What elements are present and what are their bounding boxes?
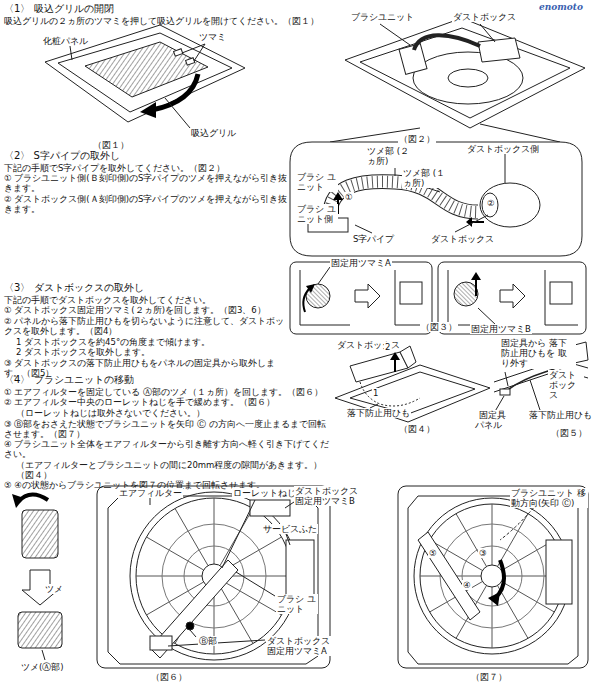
spoke — [136, 576, 202, 577]
part-label: ブラシ ユニット側 — [296, 204, 338, 224]
part-label: （図５） — [550, 428, 588, 438]
part-label: ツメ部 (２ヵ所) — [366, 146, 412, 166]
spoke — [214, 498, 215, 564]
part-label: 化粧パネル — [42, 36, 89, 46]
part-label: ローレットねじ — [232, 488, 297, 498]
text-column: 〈4〉 ブラシユニットの移動 ① エアフィルターを固定している Ⓐ部のツメ（１ヵ所… — [4, 374, 332, 492]
note-text: 1 ダストボックスを約45°の角度まで傾けます。 — [4, 338, 289, 348]
instruction-text: 吸込グリルの２ヵ所のツマミを押して吸込グリルを開けてください。（図１） — [4, 17, 334, 27]
part-label: 落下防止用ひも — [346, 408, 411, 418]
spoke — [498, 514, 529, 567]
part-label: ツマミ — [198, 32, 227, 42]
instruction-text: ① ダストボックス固定用ツマミ(２ヵ所)を回します。（図3、6） — [4, 306, 289, 316]
part-label: ダストボックス — [430, 234, 495, 244]
part-label: S字パイプ — [352, 234, 395, 244]
part-label: （図３） — [420, 322, 458, 332]
part-label: 2 — [384, 342, 391, 352]
part-label: ⑤ — [428, 548, 438, 558]
instruction-text: ② パネルから落下防止用ひもを切らないように注意して、ダストボックスを取外します… — [4, 317, 289, 337]
instruction-text: 下記の手順でS字パイプを取外してください。（図２） — [4, 164, 290, 174]
section-heading: 〈2〉 S字パイプの取外し — [4, 150, 290, 162]
part-label: ツメ部 (１ヵ所) — [402, 168, 448, 188]
part-label: ツメ — [44, 584, 64, 594]
part-label: ダストボックス — [452, 12, 517, 22]
part-label: ブラシ ユニット — [276, 594, 318, 614]
watermark: enomoto — [538, 2, 584, 13]
figure-7 — [398, 486, 588, 668]
part-label: ④ — [462, 580, 472, 590]
instruction-text: ② エアフィルター中央のローレットねじを手で緩めます。（図６） — [4, 398, 332, 408]
latch-detail — [12, 494, 62, 660]
part-label: 1 — [372, 388, 379, 398]
part-label: エアフィルター — [118, 488, 183, 498]
note-text: 2 ダストボックスを取外します。 — [4, 348, 289, 358]
section-heading: 〈4〉 ブラシユニットの移動 — [4, 374, 332, 386]
text-column: 〈3〉 ダストボックスの取外し下記の手順でダストボックスを取外してください。① … — [4, 282, 289, 380]
part-label: （図６） — [150, 672, 188, 682]
instruction-text: ② ダストボックス側(Ａ刻印側)のS字パイプのツメを押えながら引き抜きます。 — [4, 195, 290, 215]
spoke — [498, 586, 529, 639]
figure-2 — [330, 18, 585, 142]
instruction-text: ④ ブラシユニット全体をエアフィルターから引き離す方向へ軽く引き下げてください。 — [4, 440, 332, 460]
part-label: （図２） — [398, 134, 436, 144]
part-label: 固定用ツマミB — [470, 324, 532, 334]
part-label: 固定用ツマミA — [330, 258, 392, 268]
spoke — [492, 504, 493, 565]
part-label: ② — [486, 198, 496, 208]
part-label: （図７） — [470, 672, 508, 682]
instruction-text: ③ Ⓑ部をおさえた状態でブラシユニットを矢印 Ⓒ の方向へ一度止まるまで回転させ… — [4, 420, 332, 440]
part-label: ブラシユニット 移動方向(矢印 Ⓒ) — [510, 488, 588, 508]
part-label: ブラシユニット — [350, 12, 415, 22]
part-label: ③ — [478, 548, 488, 558]
note-text: （エアフィルターとブラシユニットの間に20mm程度の隙間があきます。）（図４） — [4, 461, 332, 481]
part-label: パネル — [474, 420, 503, 430]
part-label: ツメ(Ⓐ部) — [20, 662, 65, 672]
part-label: ダストボックス 固定用ツマミA — [266, 636, 332, 656]
section-heading: 〈3〉 ダストボックスの取外し — [4, 282, 289, 294]
part-label: （図１） — [92, 140, 130, 150]
part-label: ダストボックス側 — [466, 144, 540, 154]
instruction-text: 下記の手順でダストボックスを取外してください。 — [4, 296, 289, 306]
spoke — [456, 514, 487, 567]
part-label: サービスふた — [262, 524, 318, 534]
part-label: ブラシ ユニット — [296, 172, 338, 192]
part-label: ① — [344, 192, 354, 202]
spoke — [226, 576, 292, 577]
part-label: 吸込グリル — [190, 128, 237, 138]
section-heading: 〈1〉 吸込グリルの開閉 — [4, 3, 334, 15]
part-label: 固定具 — [478, 410, 507, 420]
s-pipe-detail — [290, 142, 582, 256]
part-label: ダスト ボックス — [548, 370, 584, 401]
note-text: （ローレットねじは取外さないでください。） — [4, 409, 332, 419]
part-label: 固定具から 落下防止用ひもを 取り外す — [500, 338, 576, 369]
part-label: （図４） — [398, 424, 436, 434]
instruction-text: ① エアフィルターを固定している Ⓐ部のツメ（１ヵ所）を回します。（図６） — [4, 388, 332, 398]
text-column: 〈2〉 S字パイプの取外し下記の手順でS字パイプを取外してください。（図２）① … — [4, 150, 290, 215]
figure-4 — [335, 346, 490, 422]
filter-ring — [462, 546, 522, 606]
text-column: 〈1〉 吸込グリルの開閉吸込グリルの２ヵ所のツマミを押して吸込グリルを開けてくだ… — [4, 3, 334, 27]
part-label: ダストボックス 固定用ツマミB — [294, 486, 364, 506]
figure-3 — [290, 262, 586, 334]
part-label: Ⓑ部 — [198, 636, 218, 646]
part-label: 落下防止用ひも — [528, 410, 593, 420]
instruction-text: ① ブラシユニット側(Ｂ刻印側)のS字パイプのツメを押えながら引き抜きます。 — [4, 174, 290, 194]
